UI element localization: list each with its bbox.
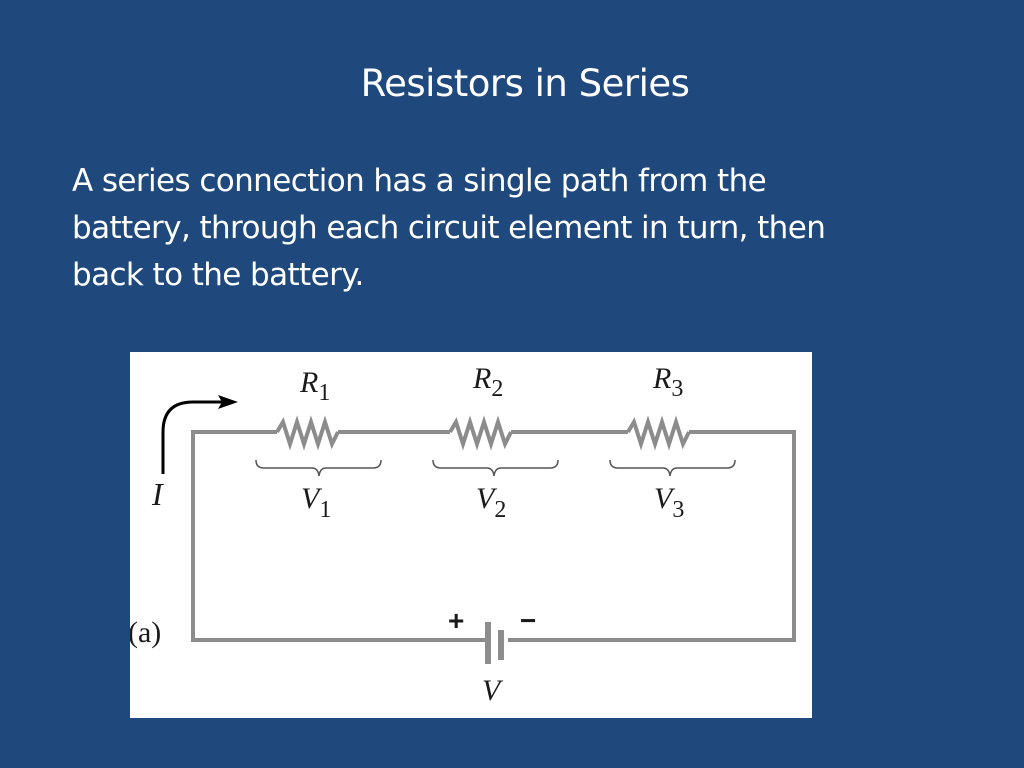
brace-v3 [609, 459, 736, 477]
circuit-svg: R1 R2 R3 V1 V2 V3 I (a) + − V [130, 362, 796, 707]
battery-label: V [482, 674, 504, 707]
series-circuit-diagram: R1 R2 R3 V1 V2 V3 I (a) + − V [130, 352, 812, 718]
brace-v2 [432, 459, 559, 477]
label-current: I [151, 476, 164, 512]
body-line: A series connection has a single path fr… [72, 163, 767, 199]
slide-title: Resistors in Series [360, 62, 690, 105]
battery-plus: + [448, 605, 464, 636]
resistor-r3-zigzag [626, 415, 691, 451]
body-line: battery, through each circuit element in… [72, 210, 826, 246]
label-v1: V1 [301, 482, 331, 523]
resistor-r1-zigzag [275, 415, 340, 451]
label-v3: V3 [654, 482, 684, 523]
voltage-braces [255, 459, 736, 477]
label-v2: V2 [476, 482, 506, 523]
label-r2: R2 [472, 362, 503, 402]
battery-short-plate [498, 630, 504, 660]
resistor-r2-zigzag [448, 415, 513, 451]
body-line: back to the battery. [72, 257, 364, 293]
label-r1: R1 [299, 366, 330, 406]
battery-long-plate [485, 622, 491, 664]
battery-symbol [485, 622, 504, 664]
wire-bottom-left [191, 635, 488, 642]
brace-v1 [255, 459, 382, 477]
current-arrow-icon [161, 395, 238, 474]
label-r3: R3 [652, 362, 683, 402]
wire-right [508, 430, 796, 642]
wire-left [191, 430, 277, 635]
slide-body: A series connection has a single path fr… [72, 158, 952, 299]
battery-minus: − [520, 605, 536, 636]
panel-label: (a) [130, 616, 161, 649]
